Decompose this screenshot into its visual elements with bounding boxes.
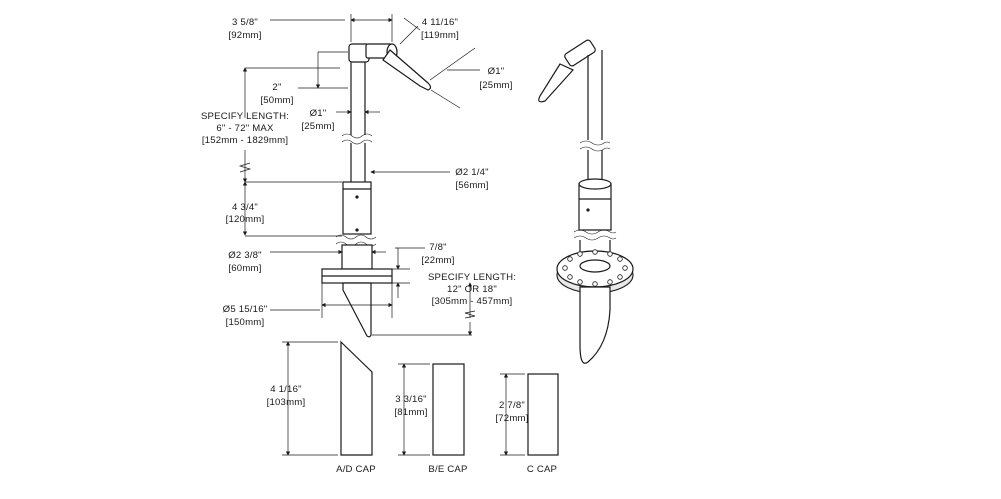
svg-text:[103mm]: [103mm]: [267, 397, 306, 408]
spout-length-metric: [119mm]: [421, 30, 459, 41]
be-cap-label: B/E CAP: [428, 464, 467, 475]
top-width-label: 3 5/8": [232, 17, 258, 28]
svg-text:[92mm]: [92mm]: [228, 30, 261, 41]
body-length-label: 4 3/4": [232, 202, 258, 213]
svg-text:7/8": 7/8": [429, 242, 447, 253]
dimension-lines: [238, 14, 480, 336]
svg-text:[120mm]: [120mm]: [226, 214, 265, 225]
svg-text:[150mm]: [150mm]: [226, 317, 265, 328]
svg-text:12" OR 18": 12" OR 18": [447, 284, 497, 295]
flange-dia-label: Ø5 15/16": [223, 304, 268, 315]
tube-dia-metric: [25mm]: [301, 121, 334, 132]
front-elevation: [321, 43, 432, 338]
spout-dia-metric: [25mm]: [479, 80, 512, 91]
svg-text:[152mm - 1829mm]: [152mm - 1829mm]: [202, 135, 288, 146]
be-cap-dim-metric: [81mm]: [394, 407, 427, 418]
c-cap-dim-label: 2 7/8": [499, 400, 525, 411]
pipe-dia-label: Ø2 3/8": [228, 250, 262, 261]
ad-cap-dim-metric: [103mm]: [267, 397, 306, 408]
ad-cap-dim-label: 4 1/16": [270, 384, 301, 395]
svg-text:SPECIFY LENGTH:: SPECIFY LENGTH:: [428, 272, 516, 283]
svg-text:2": 2": [272, 82, 281, 93]
pipe-dia-metric: [60mm]: [228, 263, 261, 274]
svg-text:4 3/4": 4 3/4": [232, 202, 258, 213]
svg-text:Ø1": Ø1": [310, 108, 327, 119]
c-cap-label: C CAP: [527, 464, 557, 475]
svg-text:[25mm]: [25mm]: [479, 80, 512, 91]
cap-profiles: [282, 340, 559, 456]
be-cap-dim-label: 3 3/16": [395, 394, 426, 405]
cap-labels: 4 1/16" [103mm] 3 3/16" [81mm] 2 7/8" [7…: [267, 384, 557, 475]
body-length-metric: [120mm]: [226, 214, 265, 225]
svg-text:A/D CAP: A/D CAP: [336, 464, 376, 475]
drop-metric: [50mm]: [260, 95, 293, 106]
svg-text:[119mm]: [119mm]: [421, 30, 459, 41]
specify-length-1-title: SPECIFY LENGTH:: [201, 111, 289, 122]
svg-text:[72mm]: [72mm]: [495, 413, 528, 424]
svg-text:3 5/8": 3 5/8": [232, 17, 258, 28]
svg-text:[56mm]: [56mm]: [455, 180, 488, 191]
svg-text:4 1/16": 4 1/16": [270, 384, 301, 395]
specify-length-2-range: 12" OR 18": [447, 284, 497, 295]
flange-thickness-metric: [22mm]: [421, 255, 454, 266]
specify-length-1-range: 6" - 72" MAX: [216, 123, 274, 134]
svg-text:Ø5 15/16": Ø5 15/16": [223, 304, 268, 315]
svg-text:SPECIFY LENGTH:: SPECIFY LENGTH:: [201, 111, 289, 122]
svg-text:Ø2 3/8": Ø2 3/8": [228, 250, 262, 261]
svg-text:[81mm]: [81mm]: [394, 407, 427, 418]
svg-text:3 3/16": 3 3/16": [395, 394, 426, 405]
drop-label: 2": [272, 82, 281, 93]
specify-length-2-metric: [305mm - 457mm]: [432, 296, 513, 307]
ad-cap-label: A/D CAP: [336, 464, 376, 475]
spout-length-label: 4 11/16": [422, 17, 458, 28]
flange-thickness-label: 7/8": [429, 242, 447, 253]
svg-text:[25mm]: [25mm]: [301, 121, 334, 132]
svg-text:2 7/8": 2 7/8": [499, 400, 525, 411]
flange-dia-metric: [150mm]: [226, 317, 265, 328]
body-dia-label: Ø2 1/4": [455, 167, 489, 178]
tube-dia-label: Ø1": [310, 108, 327, 119]
c-cap-dim-metric: [72mm]: [495, 413, 528, 424]
isometric-view: [538, 39, 634, 364]
svg-text:[60mm]: [60mm]: [228, 263, 261, 274]
top-width-metric: [92mm]: [228, 30, 261, 41]
svg-text:[22mm]: [22mm]: [421, 255, 454, 266]
svg-text:C CAP: C CAP: [527, 464, 557, 475]
svg-text:4 11/16": 4 11/16": [422, 17, 458, 28]
specify-length-1-metric: [152mm - 1829mm]: [202, 135, 288, 146]
svg-text:Ø2 1/4": Ø2 1/4": [455, 167, 489, 178]
spout-dia-label: Ø1": [488, 66, 505, 77]
body-dia-metric: [56mm]: [455, 180, 488, 191]
svg-text:Ø1": Ø1": [488, 66, 505, 77]
svg-text:[50mm]: [50mm]: [260, 95, 293, 106]
dimension-labels: 3 5/8" [92mm] 4 11/16" [119mm] Ø1" [25mm…: [201, 17, 516, 328]
specify-length-2-title: SPECIFY LENGTH:: [428, 272, 516, 283]
svg-text:[305mm - 457mm]: [305mm - 457mm]: [432, 296, 513, 307]
svg-text:B/E CAP: B/E CAP: [428, 464, 467, 475]
svg-text:6" - 72" MAX: 6" - 72" MAX: [216, 123, 274, 134]
